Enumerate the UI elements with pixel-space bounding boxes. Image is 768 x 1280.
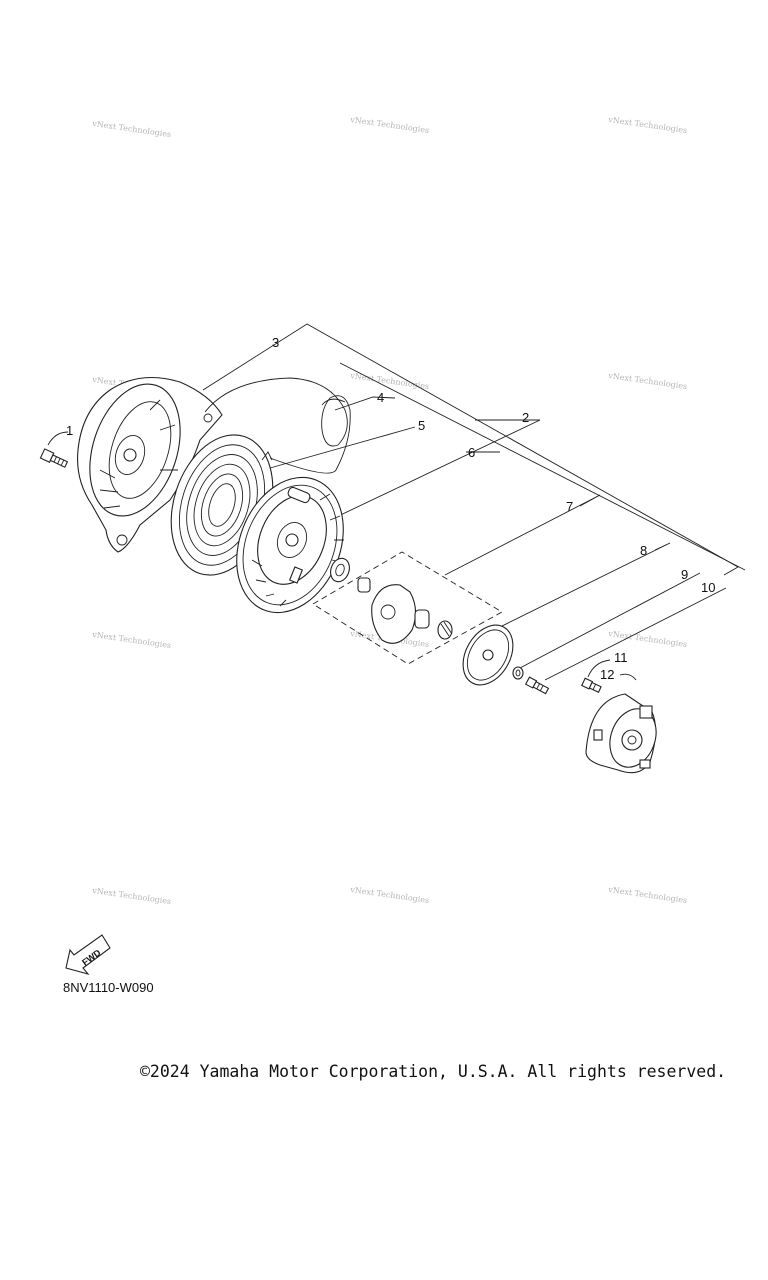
watermark: vNext Technologies [607, 115, 688, 135]
watermark: vNext Technologies [349, 885, 430, 905]
callout-12: 12 [600, 667, 614, 682]
callout-7: 7 [566, 499, 573, 514]
callout-11: 11 [614, 650, 628, 665]
callout-2: 2 [522, 410, 529, 425]
callout-numbers: 1 2 3 4 5 6 7 8 9 10 11 12 [66, 335, 715, 682]
callout-1: 1 [66, 423, 73, 438]
copyright-notice: ©2024 Yamaha Motor Corporation, U.S.A. A… [140, 1062, 727, 1081]
callout-10: 10 [701, 580, 715, 595]
watermark: vNext Technologies [91, 886, 172, 906]
watermark: vNext Technologies [607, 629, 688, 649]
watermark: vNext Technologies [607, 885, 688, 905]
part-6-sheave-drum [236, 476, 344, 614]
diagram-code: 8NV1110-W090 [63, 980, 154, 995]
callout-8: 8 [640, 543, 647, 558]
callout-4: 4 [377, 390, 384, 405]
part-11-bolt [581, 677, 602, 693]
callout-5: 5 [418, 418, 425, 433]
part-8-plate [462, 624, 514, 686]
part-7-drive-plate-assembly [312, 551, 503, 665]
part-9-washer [512, 666, 524, 680]
watermark: vNext Technologies [607, 371, 688, 391]
leader-lines [47, 323, 746, 681]
callout-6: 6 [468, 445, 475, 460]
callout-3: 3 [272, 335, 279, 350]
fwd-arrow: FWD [65, 934, 111, 975]
part-1-bolt [39, 448, 69, 468]
part-3-starter-case [77, 377, 223, 553]
part-12-starter-pulley [585, 693, 657, 774]
part-10-bolt [524, 676, 550, 695]
callout-9: 9 [681, 567, 688, 582]
watermark: vNext Technologies [349, 115, 430, 135]
watermark: vNext Technologies [91, 630, 172, 650]
part-4-starter-rope [204, 377, 351, 474]
watermark: vNext Technologies [91, 119, 172, 139]
